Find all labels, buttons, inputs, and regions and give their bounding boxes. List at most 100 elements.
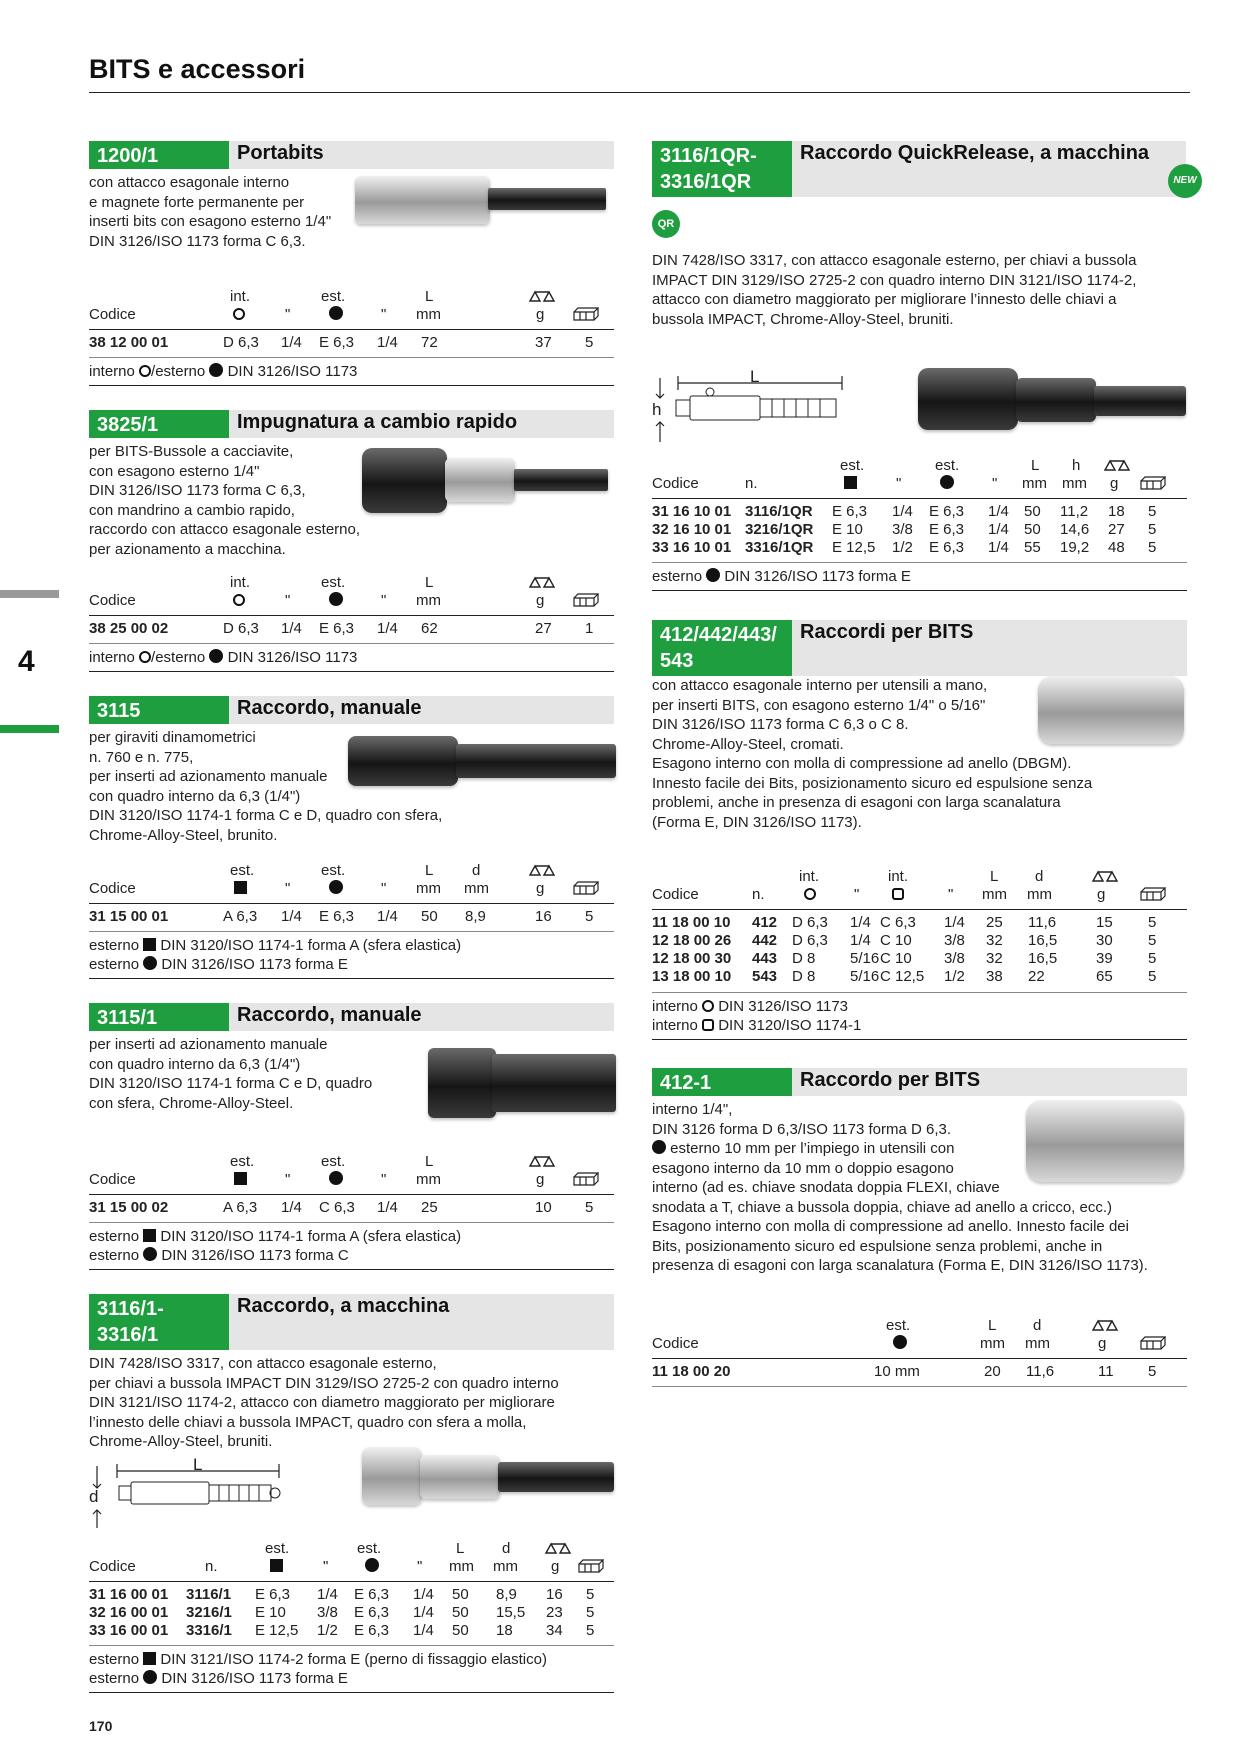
section-3116-1qr: 3116/1QR-3316/1QR Raccordo QuickRelease, …	[652, 141, 1187, 201]
weight-icon	[1092, 870, 1118, 882]
product-image-hex-shank	[514, 469, 608, 491]
title-divider	[89, 92, 1190, 93]
product-code: 3825/1	[89, 410, 229, 438]
product-code: 3116/1QR-3316/1QR	[652, 141, 792, 197]
product-image-adapter	[348, 736, 458, 786]
weight-icon	[529, 1155, 555, 1167]
product-name: Raccordo QuickRelease, a macchina	[800, 142, 1150, 164]
table-note: interno /esterno DIN 3126/ISO 1173	[89, 649, 358, 666]
product-code: 412-1	[652, 1068, 792, 1096]
product-image-hex-shank	[1094, 386, 1186, 416]
product-image-quick-chuck	[362, 448, 447, 513]
square-drive-icon	[234, 1172, 247, 1185]
external-hex-icon	[652, 1140, 666, 1154]
table-note: esterno DIN 3120/ISO 1174-1 forma A (sfe…	[89, 1228, 462, 1264]
product-description: DIN 7428/ISO 3317, con attacco esagonale…	[89, 1355, 559, 1450]
chapter-tab-grey	[0, 590, 59, 598]
square-drive-icon	[270, 1559, 283, 1572]
external-hex-icon	[143, 1247, 158, 1261]
internal-hex-icon	[139, 365, 152, 377]
product-name: Impugnatura a cambio rapido	[237, 411, 518, 433]
weight-icon	[529, 864, 555, 876]
product-name: Raccordo, a macchina	[237, 1295, 450, 1317]
table-note: interno /esterno DIN 3126/ISO 1173	[89, 363, 358, 380]
package-icon	[573, 593, 599, 607]
square-drive-icon	[234, 881, 247, 894]
product-image-hex-shank	[488, 188, 606, 210]
external-hex-icon	[940, 475, 954, 489]
internal-square-icon	[892, 888, 904, 900]
external-hex-icon	[329, 880, 343, 894]
dimension-drawing	[92, 1464, 281, 1528]
product-image-body	[420, 1455, 500, 1499]
product-description: DIN 7428/ISO 3317, con attacco esagonale…	[652, 252, 1137, 328]
package-icon	[578, 1559, 604, 1573]
external-hex-icon	[706, 568, 721, 582]
external-hex-icon	[329, 592, 343, 606]
internal-hex-icon	[139, 651, 152, 663]
external-hex-icon	[365, 1558, 379, 1572]
section-3825-1: 3825/1 Impugnatura a cambio rapido per BI…	[89, 410, 614, 559]
table-note: esterno DIN 3121/ISO 1174-2 forma E (per…	[89, 1651, 547, 1687]
section-3115: 3115 Raccordo, manuale per giraviti dinam…	[89, 696, 614, 845]
package-icon	[1140, 887, 1166, 901]
product-name: Raccordo per BITS	[800, 1069, 981, 1091]
external-hex-icon	[143, 956, 158, 970]
weight-icon	[545, 1542, 571, 1554]
external-hex-icon	[893, 1335, 907, 1349]
dim-label-height: h	[652, 400, 662, 419]
product-name: Portabits	[237, 142, 324, 164]
internal-hex-icon	[233, 308, 245, 320]
package-icon	[573, 307, 599, 321]
external-hex-icon	[209, 649, 224, 663]
new-badge: NEW	[1168, 164, 1202, 198]
package-icon	[1140, 1336, 1166, 1350]
external-hex-icon	[329, 306, 343, 320]
section-1200-1: 1200/1 Portabits con attacco esagonale i…	[89, 141, 614, 251]
product-code: 3115/1	[89, 1003, 229, 1031]
product-image-hex-shank	[456, 744, 616, 778]
table-note: interno DIN 3126/ISO 1173 interno DIN 31…	[652, 998, 862, 1034]
page-number: 170	[89, 1718, 113, 1734]
product-image-square-adapter	[428, 1048, 496, 1118]
weight-icon	[1104, 459, 1130, 471]
section-3116-1: 3116/1-3316/1 Raccordo, a macchina DIN 74…	[89, 1294, 614, 1452]
product-name: Raccordo, manuale	[237, 1004, 422, 1026]
dimension-drawing	[655, 376, 843, 442]
product-code: 3116/1-3316/1	[89, 1294, 229, 1350]
product-image-bit-socket	[1038, 676, 1184, 744]
product-image-bit-holder	[355, 176, 490, 224]
product-image-body	[1016, 378, 1096, 422]
section-header: 1200/1 Portabits	[89, 141, 614, 169]
package-icon	[573, 1172, 599, 1186]
chapter-number: 4	[18, 645, 35, 678]
product-code: 3115	[89, 696, 229, 724]
internal-hex-icon	[702, 1000, 715, 1012]
product-image-qr-head	[918, 368, 1018, 430]
product-image-square-head	[362, 1447, 422, 1505]
product-description: per BITS-Bussole a cacciavite,con esagon…	[89, 443, 361, 558]
product-name: Raccordo, manuale	[237, 697, 422, 719]
weight-icon	[1092, 1319, 1118, 1331]
external-hex-icon	[329, 1171, 343, 1185]
